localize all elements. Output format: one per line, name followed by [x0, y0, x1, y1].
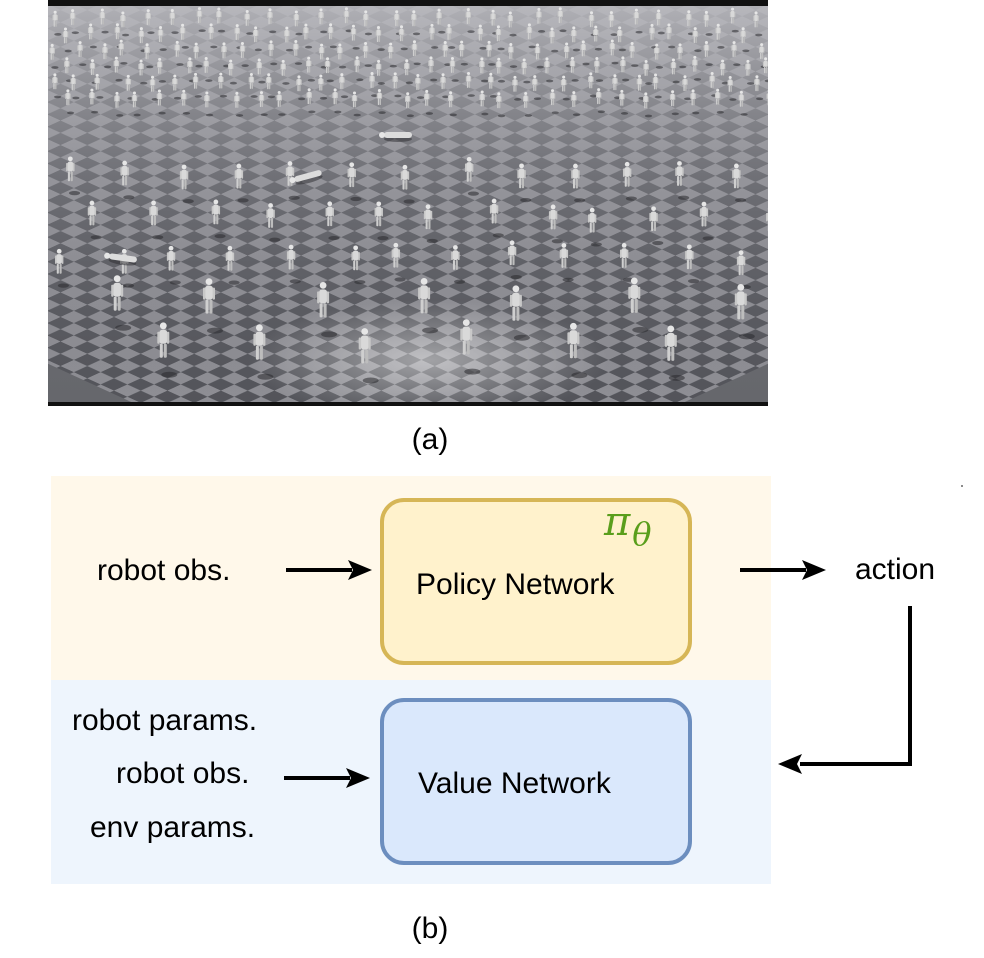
simulation-image: [48, 0, 768, 406]
policy-symbol: πθ: [604, 499, 652, 550]
policy-output-action: action: [855, 553, 936, 586]
caption-a: (a): [411, 423, 449, 456]
value-input-robot-params: robot params.: [72, 704, 258, 737]
policy-network-box: [380, 498, 692, 665]
value-input-robot-obs: robot obs.: [116, 757, 250, 790]
theta-subscript: θ: [632, 515, 652, 553]
value-input-env-params: env params.: [90, 811, 256, 844]
value-network-box: [380, 698, 692, 865]
arrow-action-to-value: [778, 606, 912, 774]
caption-b: (b): [411, 912, 449, 945]
value-network-label: Value Network: [418, 767, 611, 800]
pi-letter: π: [604, 499, 631, 545]
policy-input-robot-obs: robot obs.: [97, 554, 231, 587]
policy-network-label: Policy Network: [416, 568, 615, 601]
